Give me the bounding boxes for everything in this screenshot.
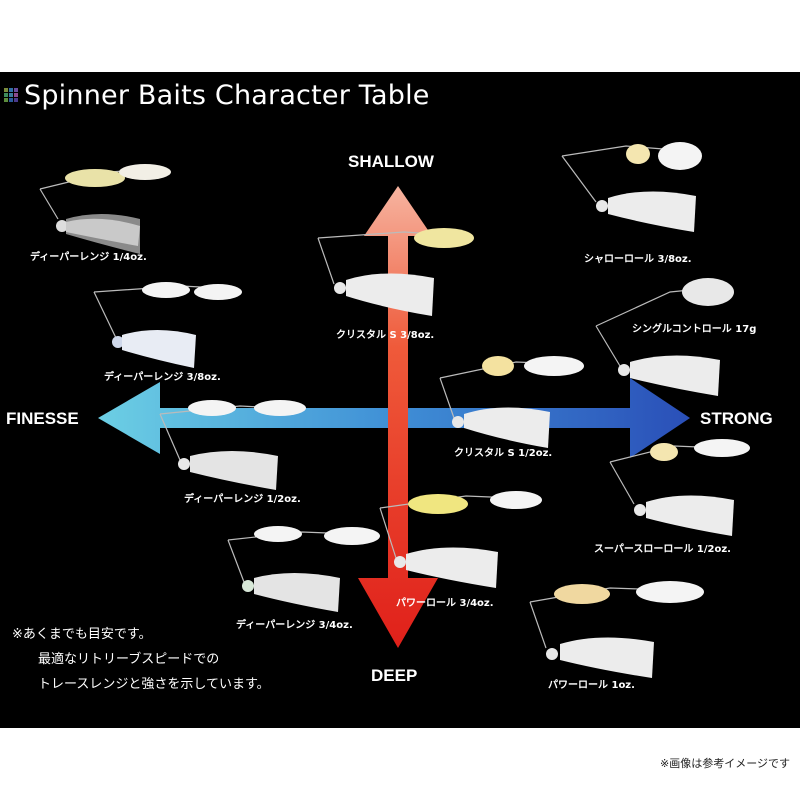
spinnerbait-icon [595, 278, 734, 396]
axis-label-deep: DEEP [371, 666, 418, 685]
lure-label: シャローロール 3/8oz. [584, 254, 692, 265]
spinnerbait-icon [39, 164, 171, 254]
lure-label: ディーパーレンジ 1/2oz. [184, 494, 301, 505]
lure-crystal-s-3-8oz: クリスタル S 3/8oz. [314, 212, 484, 342]
lure-label: シングルコントロール 17g [632, 324, 757, 335]
lure-label: ディーパーレンジ 3/4oz. [236, 620, 353, 631]
axis-arrows [98, 186, 690, 648]
lure-power-roll-3-4oz: パワーロール 3/4oz. [376, 484, 546, 614]
lure-deeper-range-3-8oz: ディーパーレンジ 3/8oz. [86, 280, 246, 383]
lure-label: ディーパーレンジ 1/4oz. [30, 252, 147, 263]
spinnerbait-icon [609, 439, 750, 536]
lure-power-roll-1oz: パワーロール 1oz. [520, 572, 720, 702]
page-title: Spinner Baits Character Table [24, 79, 430, 111]
lure-shallow-roll-3-8oz: シャローロール 3/8oz. [556, 136, 736, 265]
note-line: 最適なリトリーブスピードでの [38, 652, 220, 667]
spinnerbait-icon [439, 356, 584, 448]
lure-single-control-17g: シングルコントロール 17g [590, 272, 770, 412]
lure-label: パワーロール 1oz. [548, 680, 635, 691]
shallow-deep-arrow [358, 186, 438, 648]
spinnerbait-icon [159, 400, 306, 490]
lure-deeper-range-1-4oz: ディーパーレンジ 1/4oz. [20, 164, 180, 264]
note-line: ※あくまでも目安です。 [12, 627, 152, 642]
title-bar: Spinner Baits Character Table [4, 79, 430, 111]
note-line: トレースレンジと強さを示しています。 [38, 677, 270, 692]
spinnerbait-icon [561, 142, 702, 232]
axis-label-strong: STRONG [700, 409, 773, 428]
spinnerbait-icon [93, 282, 242, 368]
spinnerbait-icon [529, 581, 704, 678]
lure-label: クリスタル S 3/8oz. [336, 330, 435, 341]
chart-panel: Spinner Baits Character Table SHALLOW DE… [0, 72, 800, 728]
lure-label: パワーロール 3/4oz. [396, 598, 494, 609]
lure-super-slow-roll-1-2oz: スーパースローロール 1/2oz. [594, 438, 784, 558]
lure-label: ディーパーレンジ 3/8oz. [104, 372, 221, 383]
lure-deeper-range-1-2oz: ディーパーレンジ 1/2oz. [150, 394, 320, 505]
spinnerbait-icon [227, 526, 380, 612]
note-text: ※あくまでも目安です。 最適なリトリーブスピードでの トレースレンジと強さを示し… [12, 622, 270, 697]
lure-crystal-s-1-2oz: クリスタル S 1/2oz. [436, 348, 606, 468]
axis-label-shallow: SHALLOW [348, 152, 434, 171]
lure-deeper-range-3-4oz: ディーパーレンジ 3/4oz. [222, 518, 392, 631]
lure-label: クリスタル S 1/2oz. [454, 448, 553, 459]
lure-label: スーパースローロール 1/2oz. [594, 544, 731, 555]
grid-icon [4, 88, 18, 102]
spinnerbait-icon [379, 491, 542, 588]
axis-label-finesse: FINESSE [6, 409, 79, 428]
image-disclaimer: ※画像は参考イメージです [660, 757, 790, 770]
spinnerbait-icon [317, 228, 474, 316]
